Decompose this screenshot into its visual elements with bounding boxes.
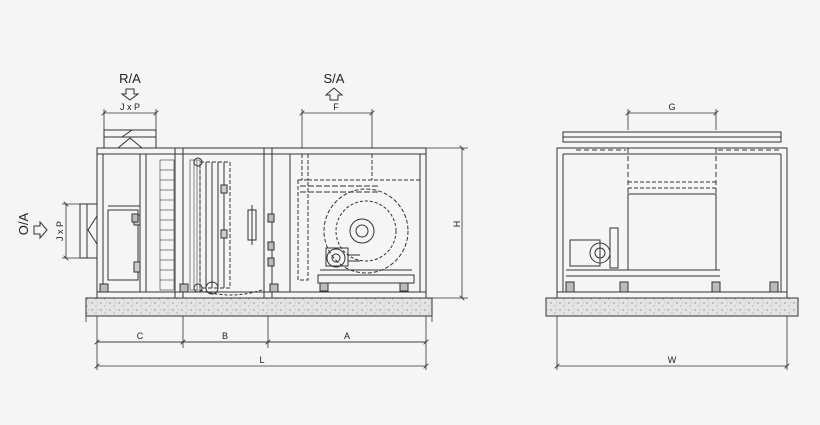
return-air-arrow-icon (120, 88, 140, 101)
section-c-label: C (137, 331, 144, 341)
fan-outlet-label: F (333, 102, 339, 112)
front-view (79, 129, 433, 317)
side-motor (569, 239, 601, 267)
section-a-label: A (344, 331, 350, 341)
side-outlet-label: G (668, 102, 675, 112)
side-view (545, 131, 799, 317)
coil-section (159, 159, 201, 291)
outside-air-arrow-icon (33, 220, 48, 240)
outside-air-collar (79, 203, 98, 259)
length-label: L (259, 355, 264, 365)
side-casing (556, 147, 788, 299)
return-air-label: R/A (119, 71, 141, 86)
width-label: W (668, 355, 677, 365)
return-opening-label: J x P (120, 102, 140, 112)
dimension-lines (62, 109, 787, 370)
fan-wheel (323, 188, 409, 274)
flow-arrows (33, 87, 344, 240)
side-base (545, 297, 799, 317)
section-b-label: B (222, 331, 228, 341)
supply-air-arrow-icon (324, 87, 344, 101)
height-label: H (452, 221, 462, 228)
return-air-collar (103, 129, 157, 149)
supply-air-label: S/A (324, 71, 345, 86)
fan-motor (326, 248, 346, 268)
front-base (85, 297, 433, 317)
outside-air-label: O/A (16, 212, 31, 235)
outside-opening-label: J x P (55, 221, 65, 241)
